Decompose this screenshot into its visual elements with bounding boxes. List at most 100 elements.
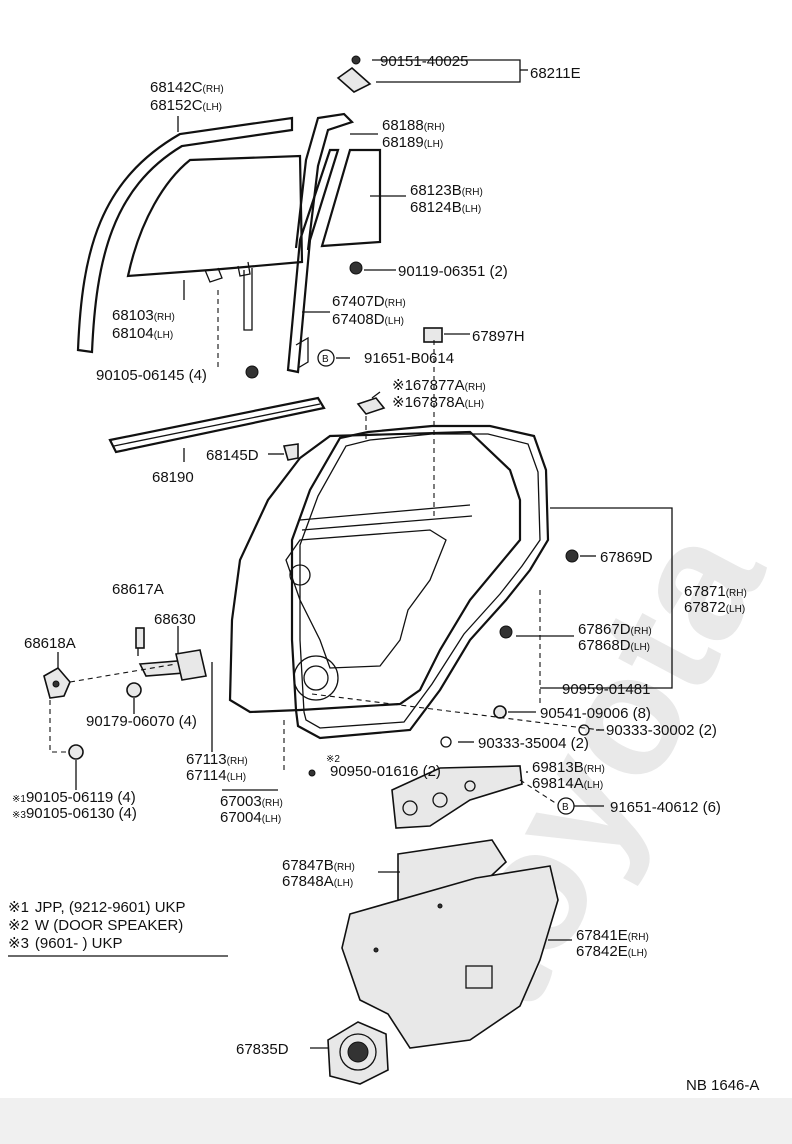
part-number: 68189: [382, 134, 424, 151]
part-number: 68145D: [206, 447, 259, 464]
part-number: 67897H: [472, 328, 525, 345]
part-number: 68211E: [530, 65, 581, 82]
part-number: 68123B: [410, 182, 462, 199]
svg-text:67841E(RH): 67841E(RH): [576, 927, 649, 944]
svg-text:67871(RH): 67871(RH): [684, 583, 747, 600]
part-number: 90119-06351 (2): [398, 263, 508, 280]
svg-text:67847B(RH): 67847B(RH): [282, 857, 355, 874]
note-mark: ※2: [326, 754, 340, 765]
svg-text:67848A(LH): 67848A(LH): [282, 873, 353, 890]
svg-text:68124B(LH): 68124B(LH): [410, 199, 481, 216]
part-number: 90105-06130 (4): [26, 805, 137, 822]
part-number: 90950-01616 (2): [330, 763, 441, 780]
part-number: 67872: [684, 599, 726, 616]
part-number: 90179-06070 (4): [86, 713, 197, 730]
part-number: 67847B: [282, 857, 334, 874]
part-number: 68618A: [24, 635, 76, 652]
svg-text:68103(RH): 68103(RH): [112, 307, 175, 324]
note-text: (9601- ) UKP: [35, 935, 123, 952]
part-number: 67004: [220, 809, 262, 826]
note-mark: ※3: [12, 810, 26, 821]
part-number: 67841E: [576, 927, 628, 944]
note-mark: ※3: [8, 935, 29, 952]
part-number: 67848A: [282, 873, 334, 890]
part-number: 68104: [112, 325, 154, 342]
circle-b-marker: B: [557, 797, 575, 815]
part-number: 90541-09006 (8): [540, 705, 651, 722]
svg-text:B: B: [322, 354, 329, 365]
speaker-part: [327, 1021, 389, 1085]
svg-text:68123B(RH): 68123B(RH): [410, 182, 483, 199]
fasteners: [245, 261, 590, 777]
glass-run-channel-part: [76, 116, 294, 354]
clip-67897H-part: [423, 327, 443, 343]
part-number: 68617A: [112, 581, 164, 598]
svg-text:67408D(LH): 67408D(LH): [332, 311, 404, 328]
belt-moulding-part: [108, 396, 326, 454]
svg-text:68104(LH): 68104(LH): [112, 325, 173, 342]
part-number: 67842E: [576, 943, 628, 960]
part-number: 90151-40025: [380, 53, 468, 70]
quarter-glass-part: [320, 148, 382, 248]
callout-labels: 68142C(RH) 68152C(LH) 90151-40025 68211E…: [12, 53, 747, 1058]
door-trim-panel-part: [341, 865, 559, 1049]
diagram-code: NB 1646-A: [686, 1077, 759, 1094]
window-regulator-part: [391, 765, 523, 829]
part-number: 68103: [112, 307, 154, 324]
part-number: 67003: [220, 793, 262, 810]
top-bracket-part: [336, 55, 372, 93]
svg-text:67872(LH): 67872(LH): [684, 599, 745, 616]
svg-text:68142C(RH): 68142C(RH): [150, 79, 224, 96]
part-number: 91651-40612 (6): [610, 799, 721, 816]
part-number: 90105-06145 (4): [96, 367, 207, 384]
note-mark: ※2: [8, 917, 29, 934]
note-mark: ※1: [12, 794, 26, 805]
part-number: 90105-06119 (4): [26, 789, 136, 806]
svg-text:69813B(RH): 69813B(RH): [532, 759, 605, 776]
part-number: 91651-B0614: [364, 350, 454, 367]
svg-text:67407D(RH): 67407D(RH): [332, 293, 406, 310]
svg-text:B: B: [562, 802, 569, 813]
part-number: 67868D: [578, 637, 631, 654]
part-number: 68190: [152, 469, 194, 486]
part-number: ※167878A: [392, 394, 465, 411]
part-number: 67407D: [332, 293, 385, 310]
part-number: 69813B: [532, 759, 584, 776]
note-text: W (DOOR SPEAKER): [35, 917, 183, 934]
footer-band: [0, 1098, 792, 1144]
svg-text:※3(9601- ) UKP: ※3 (9601- ) UKP: [8, 935, 122, 952]
svg-text:67003(RH): 67003(RH): [220, 793, 283, 810]
door-weatherstrip-part: [290, 424, 550, 740]
part-number: 67867D: [578, 621, 631, 638]
door-panel-part: [228, 430, 522, 714]
circle-b-marker: B: [317, 349, 335, 367]
svg-text:※190105-06119 (4): ※190105-06119 (4): [12, 789, 136, 806]
rear-run-channel-part: [294, 112, 355, 251]
leader-lines: [49, 59, 673, 1049]
hinge-part: [43, 627, 207, 760]
part-number: 67408D: [332, 311, 385, 328]
part-number: 90333-35004 (2): [478, 735, 589, 752]
svg-text:69814A(LH): 69814A(LH): [532, 775, 603, 792]
part-number: 68124B: [410, 199, 462, 216]
svg-text:67867D(RH): 67867D(RH): [578, 621, 652, 638]
svg-text:68152C(LH): 68152C(LH): [150, 97, 222, 114]
svg-text:67114(LH): 67114(LH): [186, 767, 246, 784]
note-mark: ※1: [8, 899, 29, 916]
part-number: 68630: [154, 611, 196, 628]
division-bar-part: [286, 148, 340, 374]
part-number: 90959-01481: [562, 681, 650, 698]
part-number: 67835D: [236, 1041, 289, 1058]
svg-text:67004(LH): 67004(LH): [220, 809, 281, 826]
part-number: 67871: [684, 583, 726, 600]
svg-text:67113(RH): 67113(RH): [186, 751, 248, 768]
part-number: 68188: [382, 117, 424, 134]
door-glass-part: [126, 154, 304, 331]
clip-167877A-part: [356, 397, 386, 415]
svg-text:※167877A(RH): ※167877A(RH): [392, 377, 486, 394]
part-number: 67113: [186, 751, 227, 768]
